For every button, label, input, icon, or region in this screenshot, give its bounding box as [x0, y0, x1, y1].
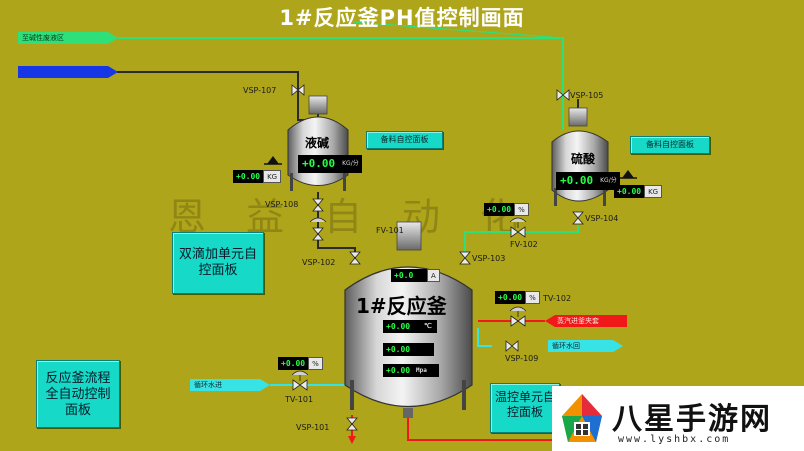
site-logo-banner: 八星手游网 www.lyshbx.com	[552, 386, 804, 451]
acid-tank-leg-right	[603, 188, 606, 206]
lye-weight-unit: KG	[263, 170, 282, 183]
reactor-ph-value: +0.00	[383, 343, 434, 356]
tv101-display: +0.00 %	[278, 357, 323, 370]
acid-weight-value: +0.00	[614, 185, 645, 198]
acid-tank-leg-left	[554, 188, 557, 206]
fv102-value: +0.00	[484, 203, 515, 216]
acid-weight-display: +0.00 KG	[614, 185, 663, 198]
tv102-display: +0.00 %	[495, 291, 540, 304]
label-vsp103: VSP-103	[472, 254, 506, 263]
green-pipe-upper	[352, 21, 564, 39]
label-vsp102: VSP-102	[302, 258, 336, 267]
reactor-auto-panel-button[interactable]: 反应釜流程全自动控制面板	[36, 360, 120, 428]
lye-weight-value: +0.00	[233, 170, 264, 183]
acid-scale-icon	[622, 170, 634, 178]
valve-vsp108[interactable]	[312, 198, 324, 212]
valve-vsp105[interactable]	[556, 89, 570, 101]
steam-inlet-arrow: 蒸汽进釜夹套	[545, 315, 627, 327]
reactor-ph-display: +0.00	[383, 343, 434, 356]
valve-vsp109[interactable]	[505, 340, 519, 352]
blue-pipe	[117, 71, 319, 121]
lye-level-value: +0.00	[298, 155, 340, 173]
valve-vsp107[interactable]	[291, 84, 305, 96]
watermark: 恩益自动化	[168, 195, 559, 239]
site-logo-icon	[562, 394, 602, 442]
cooling-water-inlet-arrow: 循环水进	[190, 379, 270, 391]
reactor-body	[344, 266, 473, 407]
reactor-pressure-display: +0.00 Mpa	[383, 364, 439, 377]
label-vsp105: VSP-105	[570, 91, 604, 100]
reactor-pressure-value: +0.00	[383, 364, 413, 377]
lye-weight-display: +0.00 KG	[233, 170, 282, 183]
reactor-pressure-unit: Mpa	[413, 364, 439, 377]
valve-tv101[interactable]	[291, 370, 309, 391]
temp-control-panel-button[interactable]: 温控单元自控面板	[490, 383, 560, 433]
cyan-in-pipe	[270, 372, 347, 386]
lye-tank-body	[287, 116, 349, 186]
page-title: 1#反应釜PH值控制画面	[279, 6, 525, 30]
bottom-red-pipe	[407, 418, 560, 441]
tv101-value: +0.00	[278, 357, 309, 370]
valve-tv102[interactable]	[509, 306, 527, 327]
valve-fv101[interactable]	[309, 217, 327, 241]
label-tv101: TV-101	[285, 395, 314, 404]
dual-drip-panel-button[interactable]: 双滴加单元自控面板	[172, 232, 264, 294]
fv102-display: +0.00 %	[484, 203, 529, 216]
label-vsp101: VSP-101	[296, 423, 330, 432]
label-vsp109: VSP-109	[505, 354, 539, 363]
reactor-name: 1#反应釜	[356, 294, 447, 318]
lye-prep-panel-button[interactable]: 备料自控面板	[366, 131, 443, 149]
label-vsp107: VSP-107	[243, 86, 277, 95]
valve-fv102[interactable]	[509, 217, 527, 238]
green-pipe	[118, 37, 564, 130]
valve-vsp102[interactable]	[349, 251, 361, 265]
lye-scale-icon	[267, 156, 279, 164]
lye-tank-leg-left	[290, 173, 293, 191]
logo-url-text: www.lyshbx.com	[618, 434, 731, 445]
blue-inlet-arrow	[18, 66, 118, 78]
agitator-current-unit: A	[427, 269, 440, 282]
valve-vsp104[interactable]	[572, 211, 584, 225]
logo-brand-text: 八星手游网	[612, 402, 772, 437]
acid-weight-unit: KG	[644, 185, 663, 198]
label-tv102: TV-102	[543, 294, 572, 303]
acid-prep-panel-button[interactable]: 备料自控面板	[630, 136, 710, 154]
label-vsp104: VSP-104	[585, 214, 619, 223]
valve-vsp101[interactable]	[346, 417, 358, 431]
drain-arrow	[348, 436, 356, 444]
lye-tank-leg-right	[343, 173, 346, 191]
reactor-temp-value: +0.00	[383, 320, 421, 333]
tv102-unit: %	[525, 291, 540, 304]
green-inlet-arrow: 至碱性废液区	[18, 32, 118, 44]
reactor-bottom-outlet	[403, 408, 413, 418]
acid-level-value: +0.00	[556, 172, 598, 190]
lye-feed-pipe	[317, 192, 356, 262]
lye-tank-motor	[308, 95, 328, 115]
agitator-current-value: +0.0	[391, 269, 427, 282]
tv102-value: +0.00	[495, 291, 526, 304]
acid-tank-name: 硫酸	[571, 152, 596, 166]
lye-level-display: +0.00 KG/分	[298, 155, 362, 173]
cyan-out-pipe	[477, 328, 492, 347]
label-fv102: FV-102	[510, 240, 538, 249]
agitator-current-display: +0.0 A	[391, 269, 440, 282]
label-vsp108: VSP-108	[265, 200, 299, 209]
reactor-temp-display: +0.00 ℃	[383, 320, 437, 333]
reactor-leg-left	[350, 380, 354, 410]
label-fv101: FV-101	[376, 226, 404, 235]
cooling-water-return-arrow: 循环水回	[548, 340, 623, 352]
reactor-leg-right	[462, 380, 466, 410]
reactor-motor	[396, 221, 422, 251]
acid-tank-motor	[568, 107, 588, 127]
fv102-unit: %	[514, 203, 529, 216]
acid-level-display: +0.00 KG/分	[556, 172, 620, 190]
reactor-temp-unit: ℃	[421, 320, 437, 333]
valve-vsp103[interactable]	[459, 251, 471, 265]
lye-tank-name: 液碱	[305, 136, 330, 150]
lye-level-unit: KG/分	[339, 155, 362, 173]
tv101-unit: %	[308, 357, 323, 370]
